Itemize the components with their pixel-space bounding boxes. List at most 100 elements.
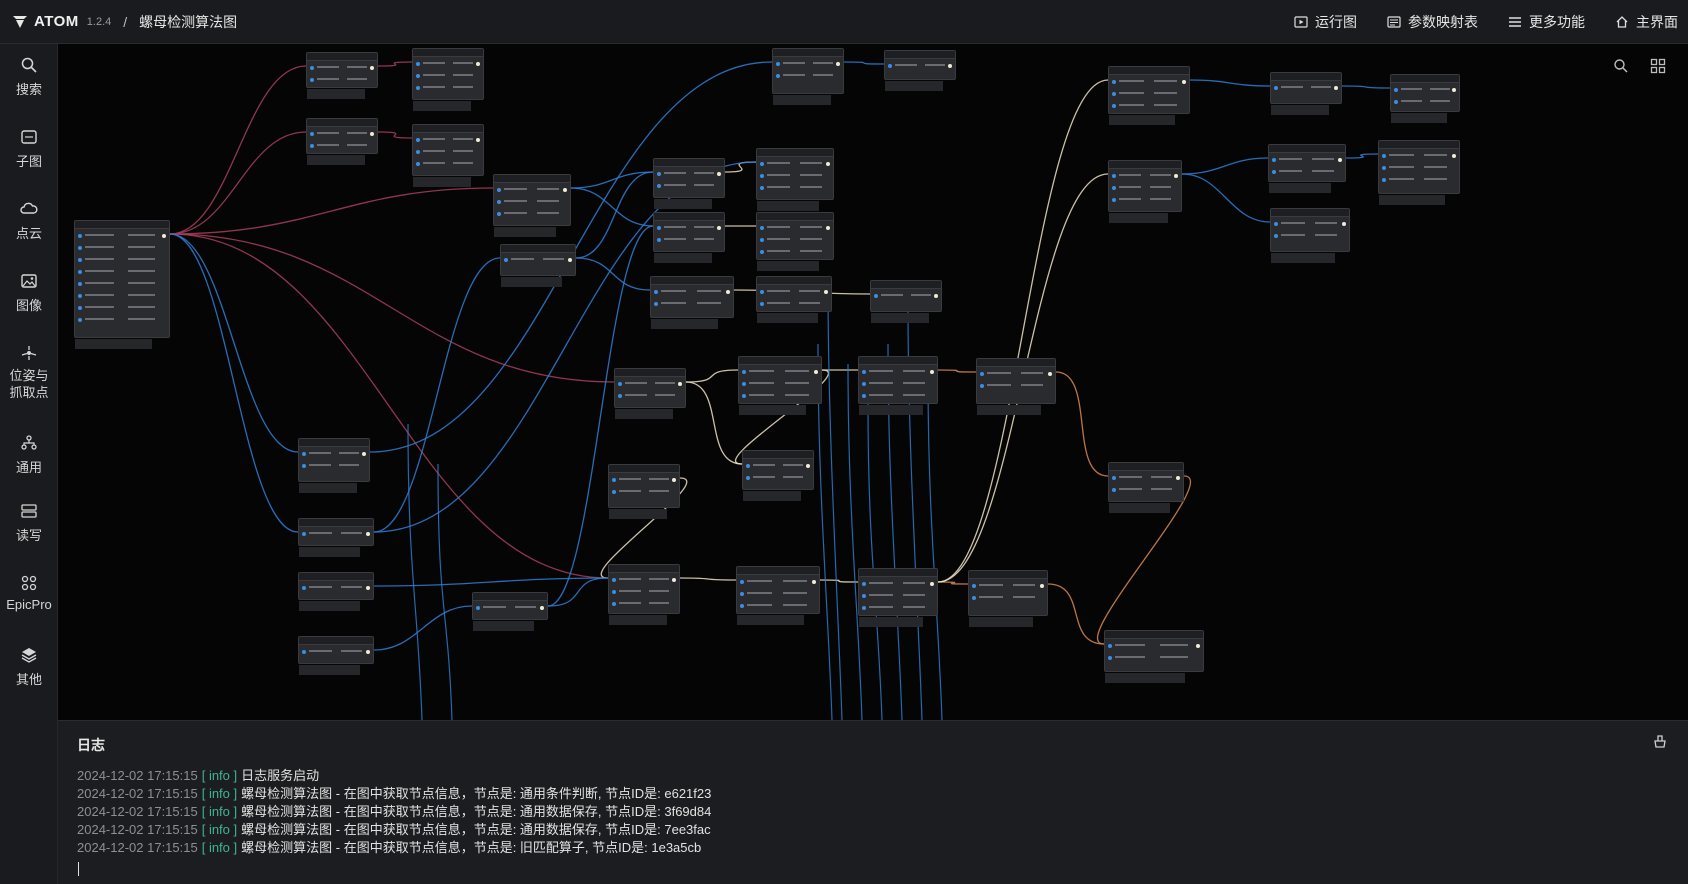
image-icon	[21, 274, 37, 288]
sidebar-item-epicpro[interactable]: EpicPro	[0, 574, 58, 612]
log-entry: 2024-12-02 17:15:15[ info ]日志服务启动	[77, 765, 711, 783]
sidebar-item-read-write[interactable]: 读写	[0, 502, 58, 544]
graph-node[interactable]	[74, 220, 170, 349]
run-graph-label: 运行图	[1315, 14, 1357, 30]
breadcrumb-separator: /	[123, 13, 128, 30]
graph-node[interactable]	[1108, 66, 1190, 125]
sidebar-label: 通用	[15, 460, 42, 475]
graph-node[interactable]	[756, 212, 834, 271]
graph-node[interactable]	[653, 212, 725, 263]
sidebar-label: 位姿与抓取点	[9, 368, 49, 400]
graph-node[interactable]	[306, 52, 378, 99]
graph-edge	[377, 131, 413, 139]
graph-edge	[679, 577, 737, 581]
canvas-search-button[interactable]	[1613, 58, 1629, 79]
graph-node[interactable]	[1270, 72, 1342, 115]
graph-node[interactable]	[736, 566, 820, 625]
sidebar-label: 搜索	[15, 82, 42, 97]
sidebar-item-pointcloud[interactable]: 点云	[0, 200, 58, 242]
cloud-icon	[20, 202, 38, 214]
sidebar-item-search[interactable]: 搜索	[0, 56, 58, 98]
graph-node[interactable]	[298, 438, 370, 493]
graph-edge	[1055, 371, 1109, 477]
graph-node[interactable]	[756, 276, 832, 323]
graph-node[interactable]	[976, 358, 1056, 415]
graph-node[interactable]	[756, 148, 834, 211]
graph-node[interactable]	[650, 276, 734, 329]
graph-node[interactable]	[1104, 630, 1204, 683]
canvas-grid-button[interactable]	[1650, 58, 1666, 79]
graph-edge	[373, 257, 501, 533]
graph-node[interactable]	[608, 464, 680, 519]
log-lines: 2024-12-02 17:15:15[ info ]日志服务启动 2024-1…	[77, 765, 711, 855]
graph-node[interactable]	[614, 368, 686, 419]
sidebar-item-general[interactable]: 通用	[0, 434, 58, 476]
sidebar-item-image[interactable]: 图像	[0, 272, 58, 314]
graph-node[interactable]	[1378, 140, 1460, 205]
graph-canvas[interactable]	[58, 44, 1688, 720]
run-graph-button[interactable]: 运行图	[1294, 12, 1357, 32]
graph-node[interactable]	[870, 280, 942, 323]
sidebar-item-other[interactable]: 其他	[0, 646, 58, 688]
graph-node[interactable]	[653, 158, 725, 209]
graph-edge	[1096, 475, 1192, 645]
graph-edge	[169, 131, 307, 235]
graph-node[interactable]	[1270, 208, 1350, 263]
graph-node[interactable]	[1268, 144, 1346, 193]
graph-node[interactable]	[884, 50, 956, 91]
graph-edge	[827, 283, 843, 720]
graph-node[interactable]	[298, 572, 374, 611]
top-nav: 运行图 参数映射表 更多功能 主界面	[1294, 0, 1678, 44]
log-entry: 2024-12-02 17:15:15[ info ]螺母检测算法图 - 在图中…	[77, 801, 711, 819]
log-timestamp: 2024-12-02 17:15:15	[77, 804, 198, 819]
graph-edge	[575, 257, 651, 291]
graph-edges	[169, 61, 1391, 720]
home-label: 主界面	[1636, 14, 1678, 30]
graph-edge	[734, 369, 830, 465]
graph-title[interactable]: 螺母检测算法图	[139, 13, 238, 30]
graph-node[interactable]	[608, 564, 680, 625]
epicpro-icon	[21, 575, 37, 591]
graph-edge	[1181, 173, 1271, 223]
graph-node[interactable]	[298, 636, 374, 675]
graph-edge	[1341, 85, 1391, 89]
log-input-cursor[interactable]	[78, 862, 79, 876]
sidebar-item-pose[interactable]: 位姿与抓取点	[0, 344, 58, 401]
graph-node[interactable]	[742, 450, 814, 501]
graph-node[interactable]	[1108, 160, 1182, 223]
graph-edge	[819, 579, 859, 583]
graph-node[interactable]	[738, 356, 822, 415]
sidebar-item-subgraph[interactable]: 子图	[0, 128, 58, 170]
log-entry: 2024-12-02 17:15:15[ info ]螺母检测算法图 - 在图中…	[77, 783, 711, 801]
sidebar: 搜索 子图 点云 图像 位姿与抓取点 通用 读写 EpicPro 其他	[0, 44, 58, 884]
log-level: [ info ]	[201, 822, 238, 837]
log-entry: 2024-12-02 17:15:15[ info ]螺母检测算法图 - 在图中…	[77, 837, 711, 855]
home-button[interactable]: 主界面	[1615, 12, 1678, 32]
graph-edge	[1181, 157, 1269, 175]
graph-node[interactable]	[968, 570, 1048, 627]
graph-node[interactable]	[858, 356, 938, 415]
graph-node[interactable]	[493, 174, 571, 237]
graph-node[interactable]	[306, 118, 378, 165]
menu-icon	[1509, 17, 1521, 27]
log-timestamp: 2024-12-02 17:15:15	[77, 840, 198, 855]
more-functions-button[interactable]: 更多功能	[1508, 12, 1585, 32]
log-message: 螺母检测算法图 - 在图中获取节点信息，节点是: 旧匹配算子, 节点ID是: 1…	[241, 840, 702, 855]
log-level: [ info ]	[201, 804, 238, 819]
graph-edge	[600, 477, 688, 579]
log-clear-button[interactable]	[1652, 733, 1668, 754]
graph-node[interactable]	[772, 48, 844, 105]
param-map-button[interactable]: 参数映射表	[1387, 12, 1478, 32]
graph-edge	[575, 171, 654, 259]
graph-node[interactable]	[472, 592, 548, 631]
graph-node[interactable]	[412, 124, 484, 187]
graph-node[interactable]	[1390, 74, 1460, 123]
graph-node[interactable]	[412, 48, 484, 111]
graph-edge	[843, 61, 885, 65]
clear-icon	[1654, 735, 1666, 748]
graph-node[interactable]	[298, 518, 374, 557]
more-functions-label: 更多功能	[1529, 14, 1585, 30]
graph-node[interactable]	[858, 568, 938, 627]
graph-node[interactable]	[500, 244, 576, 287]
graph-node[interactable]	[1108, 462, 1184, 513]
